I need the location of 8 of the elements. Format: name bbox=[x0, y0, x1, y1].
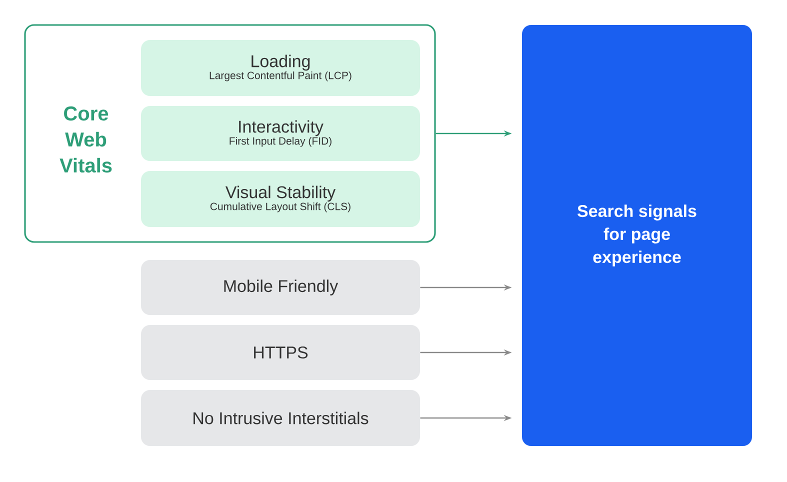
group-heading: Core Web Vitals bbox=[60, 106, 112, 173]
signal-box: No Intrusive Interstitials bbox=[141, 390, 420, 446]
metric-box: Interactivity First Input Delay (FID) bbox=[141, 106, 420, 161]
metric-box: Loading Largest Contentful Paint (LCP) bbox=[141, 40, 420, 96]
output-box: Search signals for page experience bbox=[522, 25, 752, 446]
signal-box: HTTPS bbox=[141, 325, 420, 380]
signal-box: Mobile Friendly bbox=[141, 260, 420, 315]
metric-box: Visual Stability Cumulative Layout Shift (CLS) bbox=[141, 171, 420, 227]
